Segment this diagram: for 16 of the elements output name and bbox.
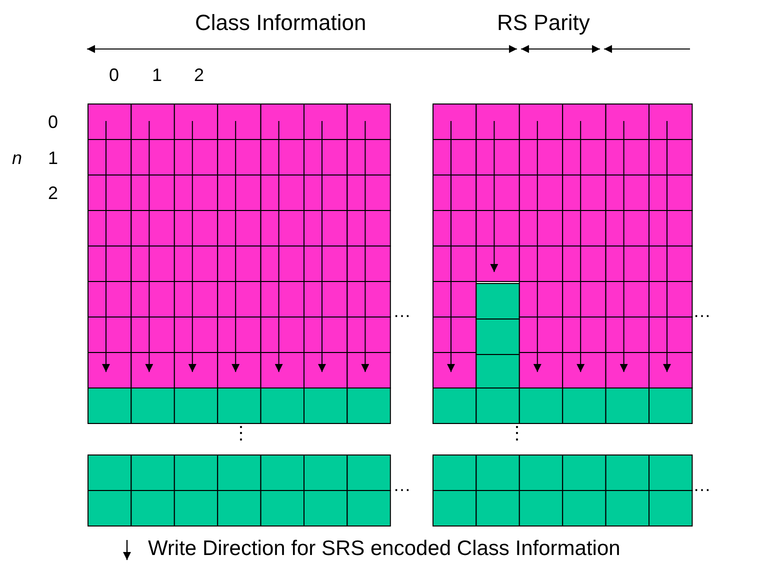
legend-text: Write Direction for SRS encoded Class Information	[148, 538, 620, 559]
column-index: 2	[194, 66, 204, 84]
section-heading: Class Information	[195, 12, 366, 34]
column-index: 1	[152, 66, 162, 84]
section-heading: RS Parity	[497, 12, 590, 34]
column-index: 0	[109, 66, 120, 84]
ellipsis: …	[693, 476, 711, 494]
ellipsis: ⋮	[232, 424, 250, 442]
ellipsis: …	[393, 476, 411, 494]
row-index: 2	[48, 184, 58, 202]
row-index: 1	[48, 149, 58, 167]
axis-label: n	[12, 149, 22, 167]
row-index: 0	[48, 113, 58, 131]
ellipsis: ⋮	[508, 424, 526, 442]
ellipsis: …	[693, 302, 711, 320]
ellipsis: …	[393, 302, 411, 320]
